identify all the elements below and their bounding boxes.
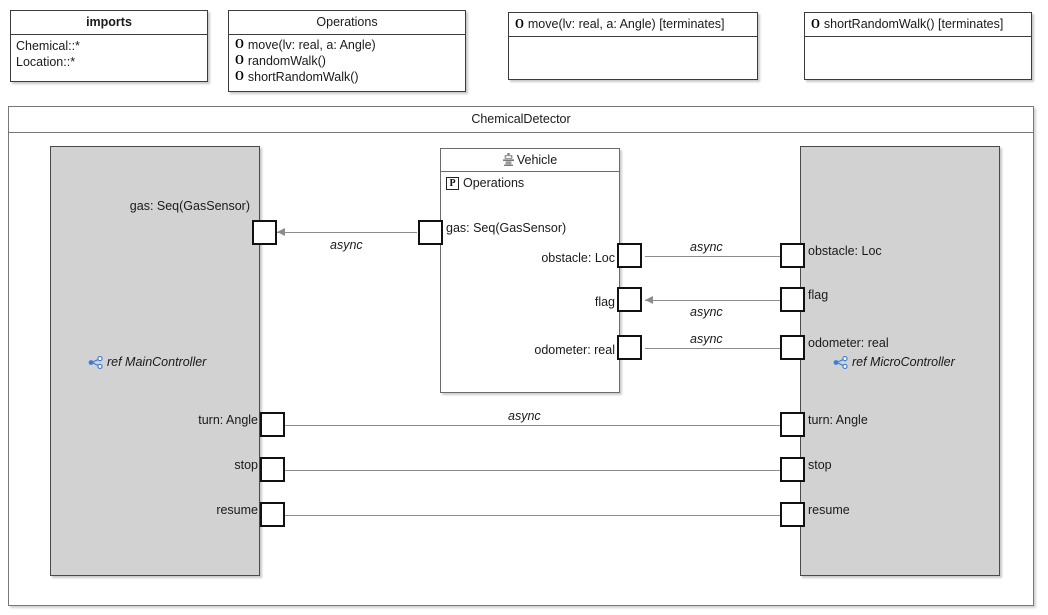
port-vehicle-odometer-label: odometer: real: [534, 343, 615, 357]
connector-gas-arrowhead: [277, 228, 285, 236]
connector-obstacle-label: async: [690, 240, 723, 254]
port-micro-obstacle[interactable]: [780, 243, 805, 268]
port-vehicle-gas[interactable]: [418, 220, 443, 245]
port-micro-turn-label: turn: Angle: [808, 413, 868, 427]
connector-obstacle: [645, 255, 788, 258]
port-micro-flag[interactable]: [780, 287, 805, 312]
port-main-stop[interactable]: [260, 457, 285, 482]
port-micro-stop-label: stop: [808, 458, 832, 472]
connector-odometer: [645, 347, 788, 350]
operation-label: move(lv: real, a: Angle): [247, 38, 376, 52]
port-micro-stop[interactable]: [780, 457, 805, 482]
imports-box: imports Chemical::* Location::*: [10, 10, 208, 82]
terminates-box-move-body: [509, 37, 757, 43]
port-main-resume[interactable]: [260, 502, 285, 527]
terminates-box-short-random-walk-body: [805, 37, 1031, 43]
port-p-icon: P: [446, 176, 459, 190]
connector-flag: [645, 299, 788, 302]
operations-box: Operations O move(lv: real, a: Angle) O …: [228, 10, 466, 92]
chemical-detector-title: ChemicalDetector: [9, 107, 1033, 133]
operation-label: shortRandomWalk(): [247, 70, 359, 84]
vehicle-operations-stereotype: P Operations: [441, 172, 619, 190]
port-main-resume-label: resume: [216, 503, 258, 517]
terminates-box-short-random-walk-title: O shortRandomWalk() [terminates]: [805, 13, 1031, 37]
connector-flag-label: async: [690, 305, 723, 319]
robot-icon: [502, 151, 514, 166]
operation-item: O shortRandomWalk(): [234, 69, 460, 85]
vehicle-title: Vehicle: [441, 149, 619, 172]
connector-gas: [277, 231, 417, 234]
part-micro-controller[interactable]: [800, 146, 1000, 576]
operation-item: O randomWalk(): [234, 53, 460, 69]
terminates-srw-label: shortRandomWalk() [terminates]: [823, 17, 1004, 31]
vehicle-operations-label: Operations: [463, 176, 525, 190]
micro-controller-ref-label: ref MicroController: [833, 355, 955, 369]
port-main-turn-label: turn: Angle: [198, 413, 258, 427]
connector-gas-label: async: [330, 238, 363, 252]
port-micro-obstacle-label: obstacle: Loc: [808, 244, 882, 258]
share-nodes-icon: [88, 355, 103, 369]
terminates-box-move: O move(lv: real, a: Angle) [terminates]: [508, 12, 758, 80]
connector-odometer-label: async: [690, 332, 723, 346]
port-main-stop-label: stop: [234, 458, 258, 472]
main-controller-ref-text: ref MainController: [107, 355, 207, 369]
micro-controller-ref-text: ref MicroController: [852, 355, 955, 369]
connector-turn-label: async: [508, 409, 541, 423]
imports-box-title: imports: [11, 11, 207, 35]
operation-item: O move(lv: real, a: Angle): [234, 37, 460, 53]
port-micro-odometer[interactable]: [780, 335, 805, 360]
port-vehicle-flag[interactable]: [617, 287, 642, 312]
operation-icon: O: [234, 69, 244, 84]
port-micro-turn[interactable]: [780, 412, 805, 437]
operation-icon: O: [234, 53, 244, 68]
imports-line: Chemical::*: [16, 39, 80, 53]
part-vehicle[interactable]: Vehicle P Operations: [440, 148, 620, 393]
imports-box-body: Chemical::* Location::*: [11, 35, 207, 73]
operations-box-body: O move(lv: real, a: Angle) O randomWalk(…: [229, 35, 465, 88]
port-micro-flag-label: flag: [808, 288, 829, 302]
port-vehicle-odometer[interactable]: [617, 335, 642, 360]
part-main-controller[interactable]: [50, 146, 260, 576]
connector-resume: [285, 514, 788, 517]
operation-label: randomWalk(): [247, 54, 326, 68]
operation-icon: O: [514, 16, 524, 32]
port-micro-resume[interactable]: [780, 502, 805, 527]
operation-icon: O: [234, 37, 244, 52]
terminates-move-label: move(lv: real, a: Angle) [terminates]: [527, 17, 725, 31]
operations-box-title: Operations: [229, 11, 465, 35]
port-vehicle-obstacle[interactable]: [617, 243, 642, 268]
connector-turn: [285, 424, 788, 427]
port-vehicle-obstacle-label: obstacle: Loc: [541, 251, 615, 265]
port-vehicle-gas-label: gas: Seq(GasSensor): [446, 221, 567, 235]
port-main-turn[interactable]: [260, 412, 285, 437]
vehicle-title-text: Vehicle: [516, 153, 558, 167]
connector-stop: [285, 469, 788, 472]
port-micro-odometer-label: odometer: real: [808, 336, 889, 350]
operation-icon: O: [810, 16, 820, 32]
port-main-gas[interactable]: [252, 220, 277, 245]
main-controller-ref-label: ref MainController: [88, 355, 206, 369]
terminates-box-short-random-walk: O shortRandomWalk() [terminates]: [804, 12, 1032, 80]
terminates-box-move-title: O move(lv: real, a: Angle) [terminates]: [509, 13, 757, 37]
port-main-gas-label: gas: Seq(GasSensor): [129, 199, 250, 213]
port-micro-resume-label: resume: [808, 503, 850, 517]
port-vehicle-flag-label: flag: [594, 295, 615, 309]
share-nodes-icon: [833, 355, 848, 369]
connector-flag-arrowhead: [645, 296, 653, 304]
imports-line: Location::*: [16, 55, 76, 69]
